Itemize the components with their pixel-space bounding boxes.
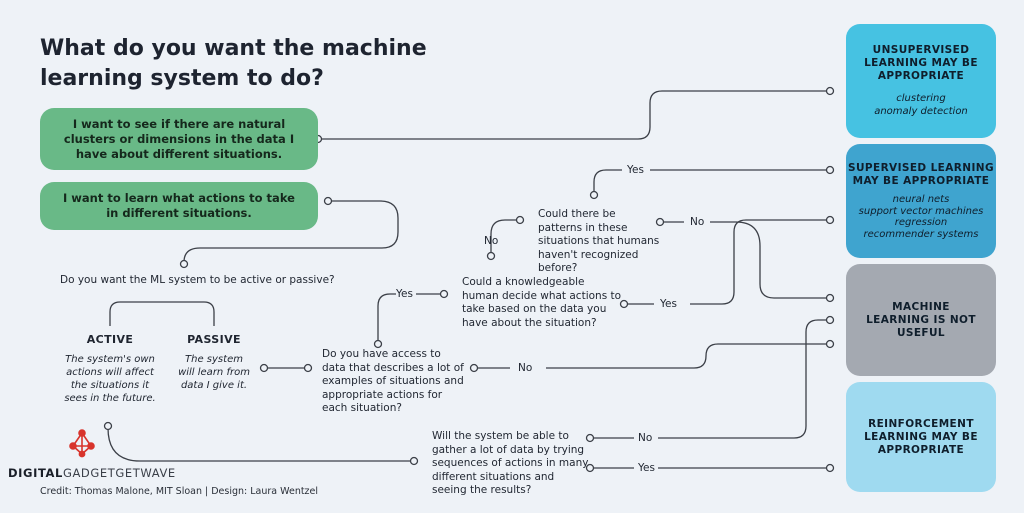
mode-passive-description: The system will learn from data I give i… bbox=[178, 354, 250, 391]
answer-yes-patterns: Yes bbox=[627, 164, 644, 176]
question-knowledgeable-human: Could a knowledgeable human decide what … bbox=[462, 276, 622, 329]
example-neural-nets: neural nets bbox=[892, 194, 950, 205]
question-patterns: Could there be patterns in these situati… bbox=[538, 208, 660, 274]
question-trying-sequences: Will the system be able to gather a lot … bbox=[432, 430, 589, 496]
watermark-text-bold: DIGITAL bbox=[8, 466, 63, 480]
mode-passive-label: PASSIVE bbox=[187, 333, 241, 346]
example-recommender-systems: recommender systems bbox=[863, 228, 979, 240]
result-supervised-examples: neural nets support vector machines regr… bbox=[859, 194, 984, 240]
example-anomaly-detection: anomaly detection bbox=[874, 105, 968, 117]
example-svm: support vector machines bbox=[858, 205, 984, 217]
answer-yes-trying: Yes bbox=[638, 462, 655, 474]
result-reinforcement-title: REINFORCEMENT LEARNING MAY BE APPROPRIAT… bbox=[864, 417, 978, 456]
answer-yes-access: Yes bbox=[396, 288, 413, 300]
answer-yes-knowledgeable: Yes bbox=[660, 298, 677, 310]
result-supervised-title: SUPERVISED LEARNING MAY BE APPROPRIATE bbox=[848, 162, 994, 187]
mode-active-label: ACTIVE bbox=[86, 333, 134, 346]
watermark-text-rest: GADGETGETWAVE bbox=[62, 466, 176, 480]
result-unsupervised-title: UNSUPERVISED LEARNING MAY BE APPROPRIATE bbox=[864, 44, 978, 82]
start-option-clusters: I want to see if there are natural clust… bbox=[40, 108, 318, 170]
answer-no-knowledgeable: No bbox=[484, 235, 499, 247]
mode-active-description: The system's own actions will affect the… bbox=[64, 354, 156, 404]
watermark-logo-icon bbox=[69, 429, 95, 458]
example-regression: regression bbox=[894, 217, 948, 228]
watermark-text: DIGITALGADGETGETWAVE bbox=[8, 466, 176, 480]
example-clustering: clustering bbox=[896, 93, 946, 104]
question-access-data: Do you have access to data that describe… bbox=[322, 348, 464, 414]
result-supervised: SUPERVISED LEARNING MAY BE APPROPRIATE n… bbox=[846, 144, 996, 258]
result-reinforcement: REINFORCEMENT LEARNING MAY BE APPROPRIAT… bbox=[846, 382, 996, 492]
start-option-actions: I want to learn what actions to take in … bbox=[40, 182, 318, 230]
answer-no-trying: No bbox=[638, 432, 653, 444]
answer-no-patterns: No bbox=[690, 216, 705, 228]
credit-line: Credit: Thomas Malone, MIT Sloan | Desig… bbox=[40, 486, 319, 497]
result-unsupervised-examples: clustering anomaly detection bbox=[874, 93, 968, 118]
page-title: What do you want the machine learning sy… bbox=[40, 36, 427, 91]
result-not-useful: MACHINE LEARNING IS NOT USEFUL bbox=[846, 264, 996, 376]
result-unsupervised: UNSUPERVISED LEARNING MAY BE APPROPRIATE… bbox=[846, 24, 996, 138]
answer-no-access: No bbox=[518, 362, 533, 374]
question-active-passive: Do you want the ML system to be active o… bbox=[60, 274, 335, 286]
result-not-useful-title: MACHINE LEARNING IS NOT USEFUL bbox=[866, 300, 976, 339]
